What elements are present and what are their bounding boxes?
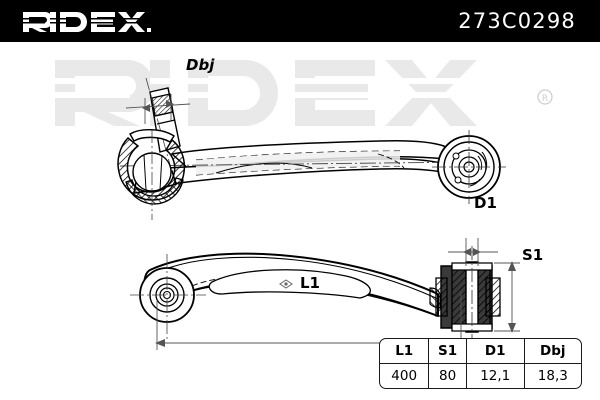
dimension-dbj <box>125 94 191 124</box>
part-number: 273C0298 <box>458 9 576 33</box>
table-header-row: L1 S1 D1 Dbj <box>380 339 581 364</box>
part-line-drawing <box>117 77 520 350</box>
dimension-label-s1: S1 <box>522 246 544 264</box>
bushing-section <box>429 246 501 342</box>
ball-joint-plan <box>130 254 206 342</box>
center-marker-icon <box>279 279 293 289</box>
plan-view <box>130 238 520 350</box>
dimension-label-d1: D1 <box>474 194 497 212</box>
table-row: 400 80 12,1 18,3 <box>380 363 581 388</box>
dimension-label-l1: L1 <box>300 274 320 292</box>
table-header-l1: L1 <box>380 339 430 364</box>
table-cell-d1: 12,1 <box>466 363 525 388</box>
table-header-s1: S1 <box>428 339 467 364</box>
dimension-s1 <box>494 261 520 333</box>
dimension-label-dbj: Dbj <box>186 56 215 74</box>
ball-joint-elevation <box>117 77 186 220</box>
side-elevation-view <box>117 77 506 220</box>
ridex-logo <box>22 11 152 33</box>
table-cell-dbj: 18,3 <box>537 367 568 384</box>
table-header-dbj: Dbj <box>524 339 581 364</box>
bushing-elevation <box>432 130 506 204</box>
dimension-d1 <box>448 238 498 266</box>
table-cell-s1: 80 <box>428 363 467 388</box>
specification-table: L1 S1 D1 Dbj 400 80 12,1 18,3 <box>379 338 582 389</box>
table-cell-l1: 400 <box>380 363 430 388</box>
header-bar: 273C0298 <box>0 0 600 42</box>
table-header-d1: D1 <box>466 339 525 364</box>
